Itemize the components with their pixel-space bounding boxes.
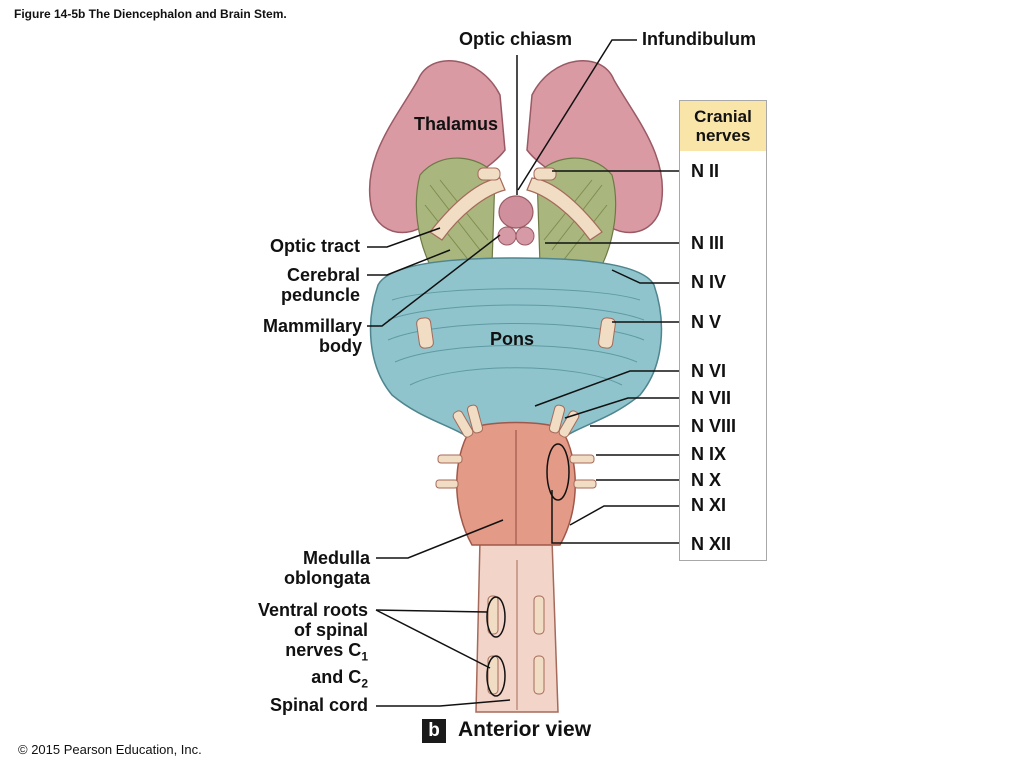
spinal-cord-label: Spinal cord: [269, 695, 368, 715]
pons-label: Pons: [490, 329, 535, 349]
ventral-roots-line4: and C2: [230, 667, 368, 694]
pons-striations: [387, 288, 645, 386]
optic-tract-label: Optic tract: [269, 236, 360, 256]
mammillary-body-line1: Mammillary: [262, 316, 362, 336]
thalamus-label: Thalamus: [414, 114, 499, 134]
ventral-roots-line3-text: nerves C: [285, 640, 362, 660]
nerve-label-v: N V: [691, 312, 722, 332]
cerebral-peduncle-line1: Cerebral: [286, 265, 360, 285]
trigeminal-nerve-right: [598, 317, 616, 349]
mammillary-body-line2: body: [319, 336, 362, 356]
root-ellipses: [486, 443, 570, 697]
nerve-label-ii: N II: [691, 161, 720, 181]
pons-shape: [369, 257, 663, 441]
optic-tract-right-shape: [526, 177, 603, 241]
cerebral-peduncle-label: Cerebral peduncle: [260, 265, 360, 305]
ventral-roots-line2: of spinal: [293, 620, 368, 640]
cerebral-peduncle-line2: peduncle: [280, 285, 360, 305]
cranial-nerves-header-line1: Cranial: [694, 107, 752, 126]
medulla-oblongata-label: Medulla oblongata: [250, 548, 370, 588]
mammillary-body-label: Mammillary body: [240, 316, 362, 356]
leader-lines: [367, 39, 686, 707]
cranial-nerves-header-line2: nerves: [695, 126, 751, 145]
optic-nerve-left: [477, 167, 501, 181]
ventral-roots-line4-text: and C: [311, 666, 362, 687]
figure-title: Figure 14-5b The Diencephalon and Brain …: [14, 7, 287, 21]
nerve-label-viii: N VIII: [691, 416, 737, 436]
medulla-line1: Medulla: [302, 548, 370, 568]
nerve-label-iv: N IV: [691, 272, 727, 292]
optic-tract-shape: [429, 177, 506, 241]
optic-chiasm-label: Optic chiasm: [459, 29, 573, 49]
ventral-roots-line4-sub: 2: [361, 676, 368, 691]
mammillary-body-shape: [497, 226, 517, 246]
cranial-nerves-header: Cranial nerves: [680, 101, 766, 151]
nerve-label-vi: N VI: [691, 361, 727, 381]
trigeminal-nerve-left: [416, 317, 434, 349]
nerve-label-xi: N XI: [691, 495, 727, 515]
ventral-roots-line3-sub: 1: [361, 649, 368, 664]
ventral-roots-line3: nerves C1: [230, 640, 368, 667]
infundibulum-shape: [498, 195, 534, 229]
nerve-label-iii: N III: [691, 233, 725, 253]
panel-letter-badge: b: [422, 719, 446, 743]
mammillary-body-right-shape: [515, 226, 535, 246]
ventral-roots-line1: Ventral roots: [257, 600, 368, 620]
medulla-line2: oblongata: [284, 568, 370, 588]
optic-nerve-right: [533, 167, 557, 181]
view-label: Anterior view: [458, 718, 592, 741]
nerve-label-ix: N IX: [691, 444, 727, 464]
copyright-notice: © 2015 Pearson Education, Inc.: [18, 742, 202, 757]
nerve-label-vii: N VII: [691, 388, 732, 408]
cranial-nerves-box: Cranial nerves: [679, 100, 767, 561]
nerve-label-xii: N XII: [691, 534, 732, 554]
cranial-nerve-roots: [435, 404, 597, 489]
ventral-roots-label: Ventral roots of spinal nerves C1 and C2: [230, 600, 368, 693]
infundibulum-label: Infundibulum: [642, 29, 756, 49]
nerve-label-x: N X: [691, 470, 722, 490]
